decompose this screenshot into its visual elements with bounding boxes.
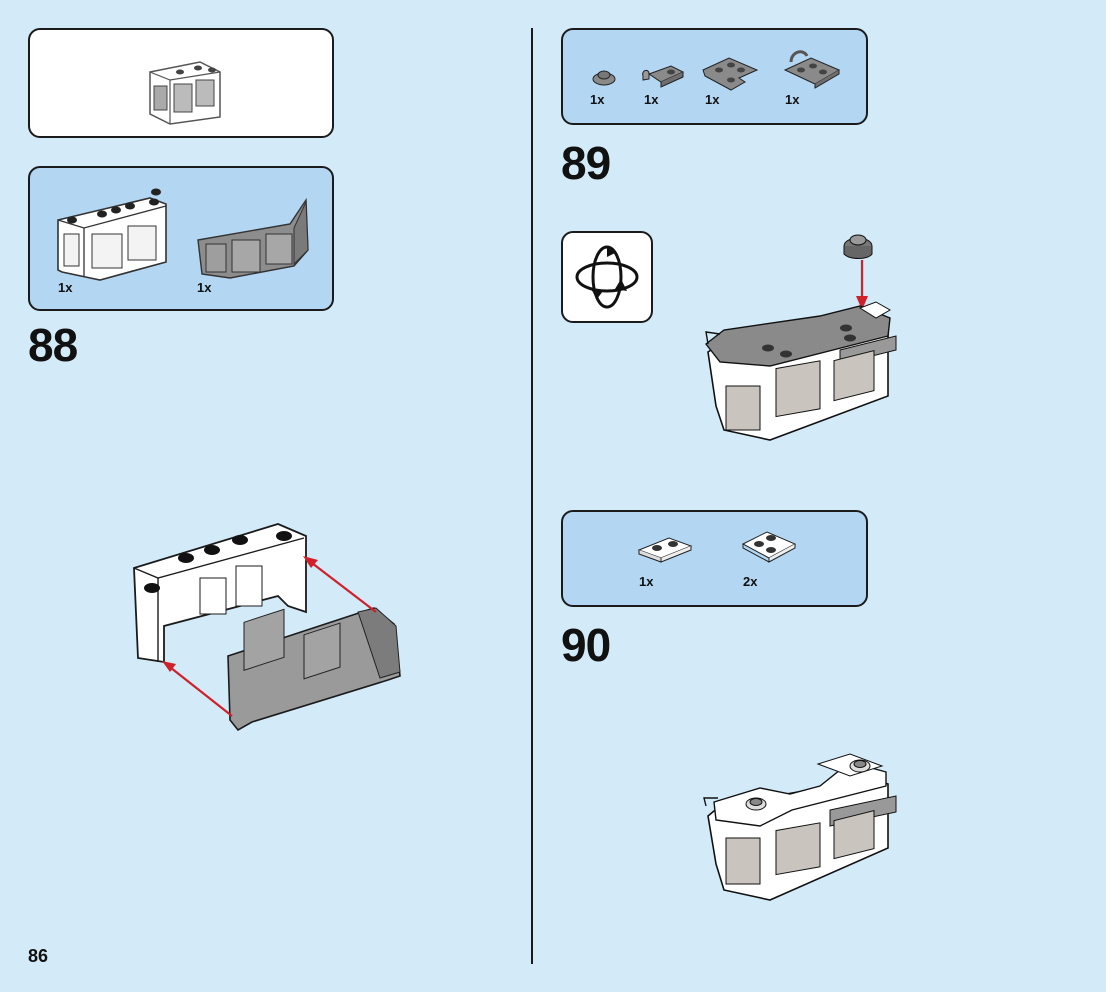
wedge-plate-dark-gray-icon bbox=[701, 52, 759, 92]
step-90-number: 90 bbox=[561, 618, 610, 672]
plate-with-bar-handle-icon bbox=[781, 46, 843, 90]
page-number: 86 bbox=[28, 946, 48, 967]
round-tile-dark-gray-icon bbox=[591, 66, 617, 86]
submodel-preview-box bbox=[28, 28, 334, 138]
step-90-part-1-qty: 1x bbox=[639, 574, 653, 589]
step-90-part-2-qty: 2x bbox=[743, 574, 757, 589]
step-88-assembly-illustration bbox=[128, 516, 408, 742]
step-89-part-2-qty: 1x bbox=[644, 92, 658, 107]
plate-1x2-white-icon bbox=[637, 532, 693, 566]
step-89-assembly-illustration bbox=[700, 226, 904, 452]
step-90-assembly-illustration bbox=[700, 736, 904, 910]
step-89-part-1-qty: 1x bbox=[590, 92, 604, 107]
step-89-part-4-qty: 1x bbox=[785, 92, 799, 107]
step-89-part-3-qty: 1x bbox=[705, 92, 719, 107]
rotate-model-icon bbox=[561, 231, 653, 323]
step-88-number: 88 bbox=[28, 318, 77, 372]
white-window-frame-icon bbox=[54, 184, 174, 282]
column-divider bbox=[531, 28, 533, 964]
step-88-part-1-qty: 1x bbox=[58, 280, 72, 295]
step-89-number: 89 bbox=[561, 136, 610, 190]
step-90-parts-box: 1x 2x bbox=[561, 510, 868, 607]
plate-with-clip-icon bbox=[641, 60, 685, 90]
rotate-arrows-icon bbox=[563, 233, 651, 321]
trans-black-windscreen-icon bbox=[194, 194, 312, 280]
step-88-parts-box: 1x 1x bbox=[28, 166, 334, 311]
step-88-part-2-qty: 1x bbox=[197, 280, 211, 295]
wedge-plate-white-icon bbox=[741, 526, 797, 566]
step-89-parts-box: 1x 1x 1x 1x bbox=[561, 28, 868, 125]
assembled-frame-preview-icon bbox=[140, 42, 230, 127]
